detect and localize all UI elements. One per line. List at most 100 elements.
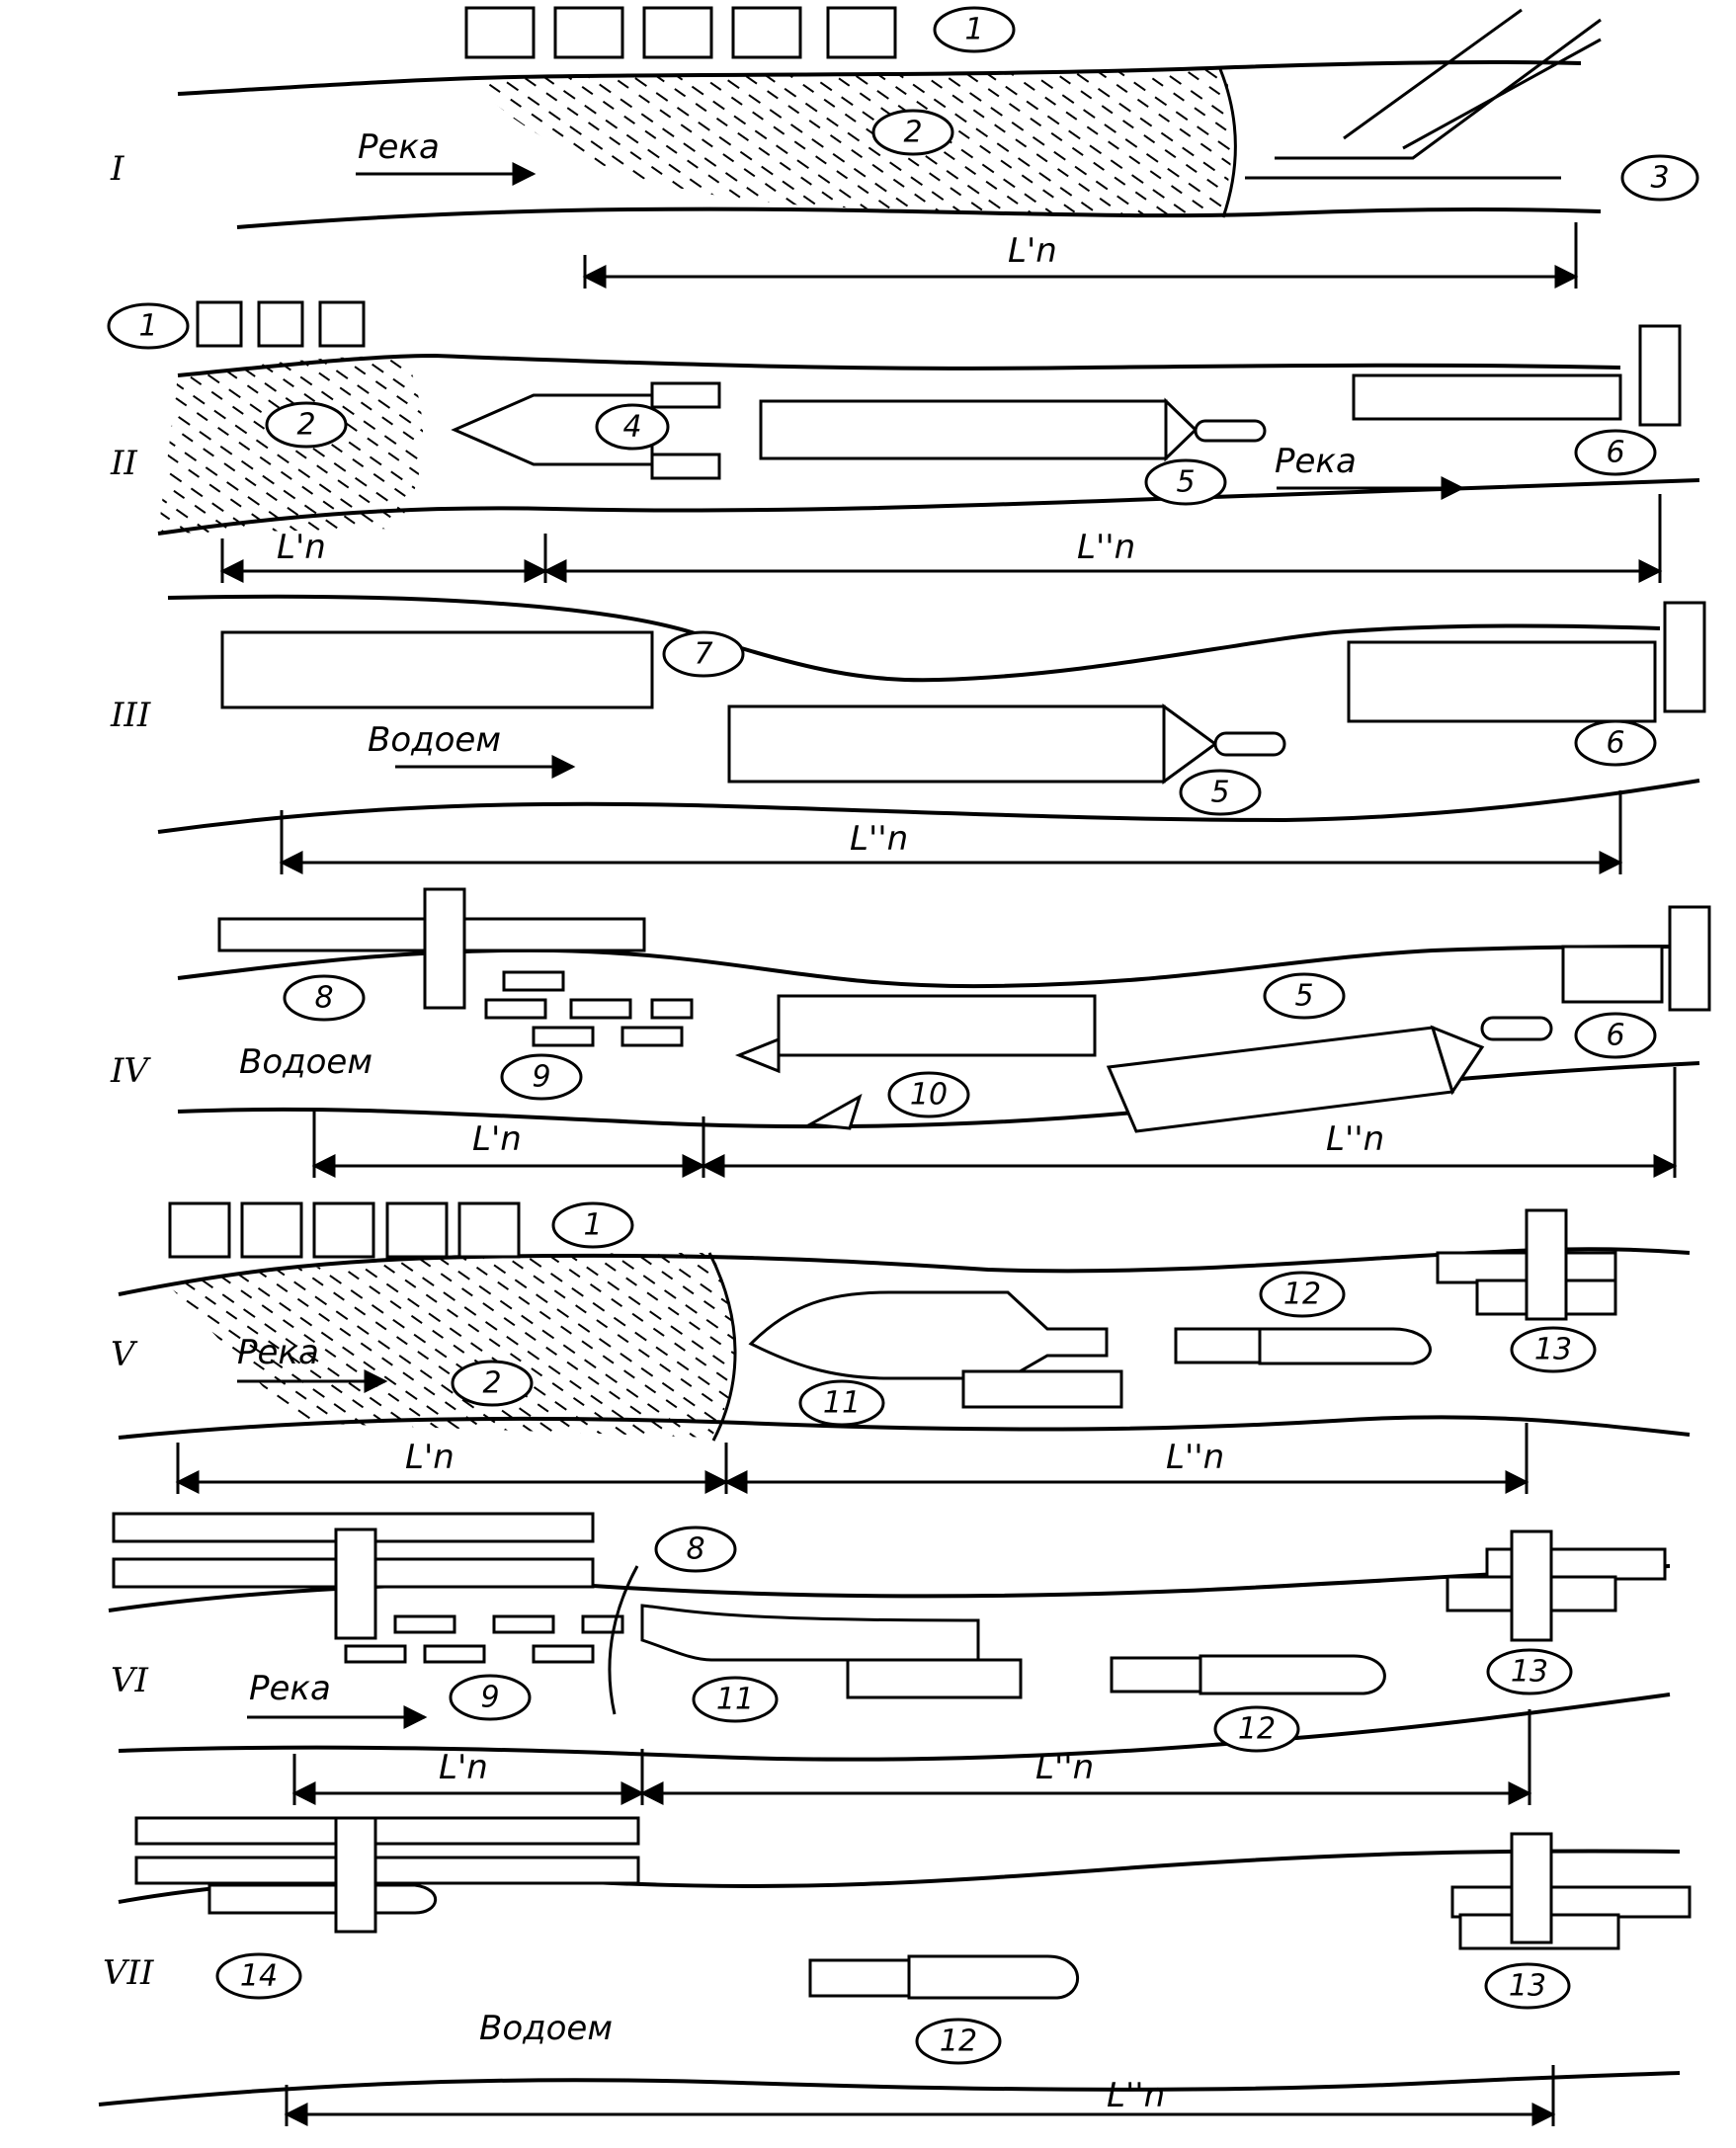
scheme-5-marker-2: 2 <box>451 1360 534 1407</box>
scheme-2-raft-6 <box>1352 324 1682 427</box>
scheme-7-number: VII <box>103 1953 154 1993</box>
scheme-4-span-label-2: L''n <box>1326 1119 1384 1159</box>
scheme-2-water-label: Река <box>1275 442 1357 481</box>
scheme-6: VI Река 8 9 11 <box>108 1512 1671 1805</box>
scheme-7-span-label: L''n <box>1107 2076 1165 2115</box>
scheme-6-span-label-2: L''n <box>1035 1748 1094 1787</box>
svg-text:1: 1 <box>583 1208 602 1243</box>
scheme-7-water-label: Водоем <box>479 2009 613 2048</box>
scheme-5-marker-11: 11 <box>798 1379 885 1427</box>
scheme-2-raft-4 <box>451 381 721 480</box>
scheme-3-marker-7: 7 <box>662 630 745 678</box>
scheme-4-raft-10 <box>734 994 1097 1130</box>
scheme-4-marker-8: 8 <box>283 974 366 1022</box>
svg-text:13: 13 <box>1509 1969 1546 2004</box>
scheme-6-span-label-1: L'n <box>439 1748 488 1787</box>
svg-text:6: 6 <box>1606 436 1624 470</box>
scheme-1-marker-2: 2 <box>871 109 954 156</box>
scheme-3-number: III <box>110 696 151 735</box>
svg-text:11: 11 <box>716 1683 754 1717</box>
svg-text:13: 13 <box>1534 1333 1572 1367</box>
scheme-7-platform-14 <box>134 1816 640 1934</box>
scheme-4-raft-6 <box>1561 905 1711 1012</box>
svg-text:2: 2 <box>482 1366 501 1401</box>
scheme-3-marker-6: 6 <box>1574 719 1657 767</box>
scheme-7-terminal-13 <box>1450 1832 1692 1950</box>
svg-text:3: 3 <box>1650 161 1669 196</box>
scheme-3-marker-5: 5 <box>1179 769 1262 816</box>
svg-text:5: 5 <box>1210 776 1229 810</box>
scheme-4-marker-10: 10 <box>887 1071 970 1118</box>
scheme-6-marker-11: 11 <box>692 1676 779 1723</box>
scheme-6-bundle-11 <box>640 1604 1023 1699</box>
scheme-5-marker-13: 13 <box>1510 1326 1597 1373</box>
scheme-1-marker-3: 3 <box>1620 154 1699 202</box>
svg-text:5: 5 <box>1176 465 1195 500</box>
scheme-4-span-label-1: L'n <box>472 1119 522 1159</box>
scheme-7-marker-14: 14 <box>215 1952 302 2000</box>
svg-text:12: 12 <box>1238 1712 1276 1747</box>
scheme-6-terminal-13 <box>1446 1529 1667 1642</box>
scheme-6-tow-12 <box>1110 1654 1386 1695</box>
svg-text:9: 9 <box>532 1060 550 1095</box>
scheme-2-raft-5 <box>759 397 1267 462</box>
scheme-7-marker-13: 13 <box>1484 1962 1571 2010</box>
svg-text:2: 2 <box>903 116 922 150</box>
scheme-1-stacks <box>464 6 897 59</box>
scheme-5-boom <box>707 1252 737 1442</box>
svg-text:12: 12 <box>1283 1278 1321 1312</box>
scheme-5-terminal-13 <box>1436 1208 1617 1321</box>
svg-text:11: 11 <box>823 1386 861 1421</box>
scheme-5: V Река 1 2 11 12 13 <box>111 1201 1691 1494</box>
scheme-2-marker-6: 6 <box>1574 429 1657 476</box>
scheme-3: III Водоем 7 5 6 L''n <box>110 594 1706 874</box>
svg-text:2: 2 <box>296 408 315 443</box>
scheme-5-wet-zone <box>168 1253 736 1438</box>
svg-text:1: 1 <box>964 13 983 47</box>
scheme-4-lower-shore <box>177 1061 1700 1129</box>
scheme-3-raft-7 <box>220 630 654 709</box>
scheme-6-number: VI <box>111 1661 149 1700</box>
scheme-1: I Река 1 2 3 L'n <box>110 6 1699 289</box>
scheme-5-marker-12: 12 <box>1259 1271 1346 1318</box>
svg-text:10: 10 <box>910 1078 948 1113</box>
scheme-7: VII Водоем 14 12 13 L''n <box>98 1816 1692 2126</box>
scheme-6-marker-9: 9 <box>449 1674 532 1721</box>
scheme-6-marker-8: 8 <box>654 1526 737 1573</box>
scheme-4-marker-9: 9 <box>500 1053 583 1101</box>
scheme-6-marker-13: 13 <box>1486 1648 1573 1695</box>
scheme-5-span-label-1: L'n <box>405 1438 455 1477</box>
scheme-2-span-label-2: L''n <box>1077 528 1135 567</box>
scheme-5-span-label-2: L''n <box>1166 1438 1224 1477</box>
scheme-1-marker-1: 1 <box>933 6 1016 53</box>
scheme-4-upper-shore <box>177 945 1700 989</box>
scheme-2: II Река 1 2 4 5 6 L'n L''n <box>107 300 1700 583</box>
scheme-3-lower-shore <box>157 779 1700 834</box>
scheme-5-tow-12 <box>1174 1327 1432 1365</box>
scheme-2-stacks <box>196 300 366 348</box>
scheme-1-wet-zone <box>464 69 1232 215</box>
scheme-5-bundle-11 <box>748 1290 1123 1409</box>
scheme-7-lower-shore <box>98 2071 1681 2107</box>
scheme-4-crane <box>423 887 466 1010</box>
scheme-4-marker-6: 6 <box>1574 1012 1657 1059</box>
scheme-3-water-label: Водоем <box>368 720 501 760</box>
scheme-4-water-label: Водоем <box>239 1042 372 1082</box>
scheme-6-boom <box>608 1565 639 1715</box>
svg-text:6: 6 <box>1606 1019 1624 1053</box>
scheme-6-platform-8 <box>112 1512 595 1640</box>
scheme-2-number: II <box>110 444 137 483</box>
scheme-6-blocks-9 <box>344 1614 624 1664</box>
scheme-3-upper-shore <box>167 594 1661 683</box>
scheme-2-marker-2: 2 <box>265 401 348 449</box>
scheme-3-raft-5 <box>727 703 1286 785</box>
scheme-2-marker-1: 1 <box>107 302 190 350</box>
scheme-3-raft-6 <box>1347 601 1706 723</box>
svg-text:12: 12 <box>940 2024 977 2059</box>
scheme-4: IV Водоем 8 9 10 5 6 <box>110 887 1711 1178</box>
svg-text:8: 8 <box>314 981 333 1016</box>
scheme-7-marker-12: 12 <box>915 2018 1002 2065</box>
scheme-5-marker-1: 1 <box>551 1201 634 1249</box>
scheme-5-number: V <box>111 1335 138 1374</box>
